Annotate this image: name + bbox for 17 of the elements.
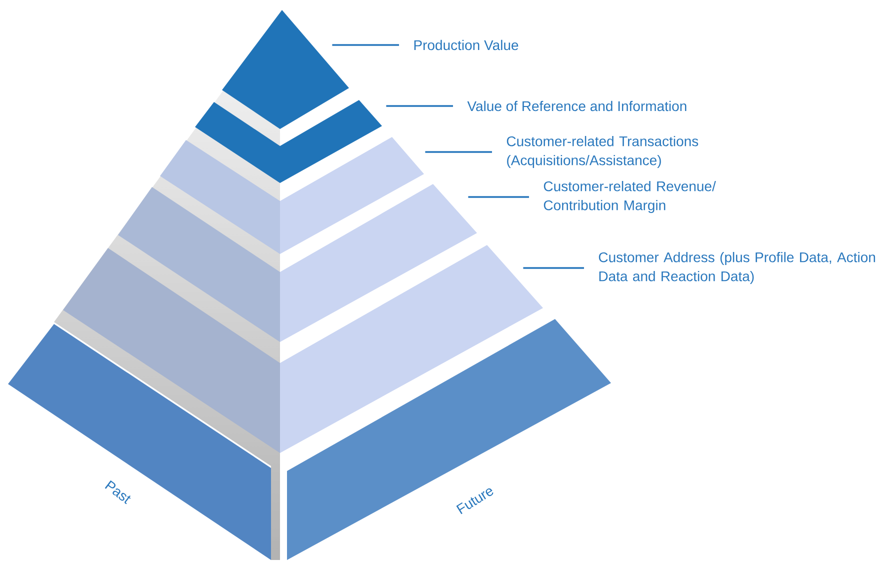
- pyramid-level: [63, 245, 543, 453]
- leader-line: [523, 267, 584, 269]
- pyramid-level: [118, 184, 477, 342]
- leader-line: [468, 196, 529, 198]
- level-label: Customer-related Revenue/ Contribution Margin: [544, 180, 716, 214]
- pyramid-level: [195, 100, 382, 183]
- face-label: Past: [104, 480, 131, 504]
- leader-line: [425, 151, 492, 153]
- level-label: Customer Address (plus Profile Data, Action Data and Reaction Data): [598, 252, 876, 284]
- pyramid-level: [160, 137, 424, 254]
- leader-line: [386, 105, 453, 107]
- level-label: Customer-related Transactions (Acquisitions/Assistance): [506, 136, 698, 168]
- pyramid-level: [222, 10, 349, 129]
- level-label: Value of Reference and Information: [467, 100, 686, 112]
- leader-line: [332, 44, 399, 46]
- level-label: Production Value: [414, 40, 518, 50]
- pyramid-level: [8, 319, 611, 560]
